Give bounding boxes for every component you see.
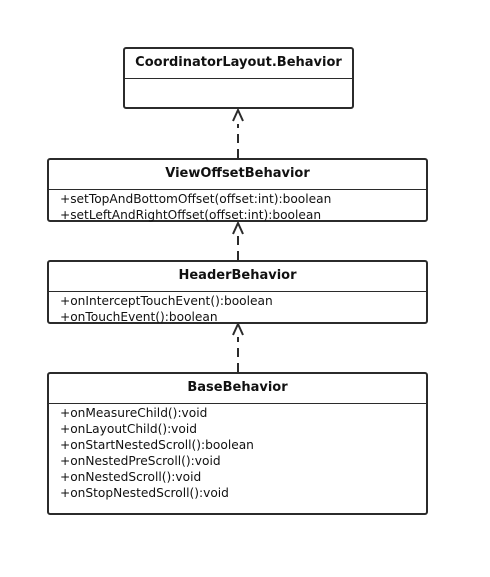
class-box-headerbehavior: HeaderBehavior +onInterceptTouchEvent():…	[47, 260, 428, 324]
class-name: CoordinatorLayout.Behavior	[125, 49, 352, 79]
method-list: +setTopAndBottomOffset(offset:int):boole…	[49, 190, 426, 223]
method-item: +onInterceptTouchEvent():boolean	[60, 294, 273, 308]
method-list	[125, 79, 352, 80]
method-item: +onMeasureChild():void	[60, 406, 208, 420]
arrowhead-open-icon	[232, 107, 244, 122]
class-box-basebehavior: BaseBehavior +onMeasureChild():void +onL…	[47, 372, 428, 515]
arrowhead-open-icon	[232, 321, 244, 336]
method-item: +onNestedScroll():void	[60, 470, 202, 484]
method-item: +setLeftAndRightOffset(offset:int):boole…	[60, 208, 322, 222]
arrowhead-open-icon	[232, 220, 244, 235]
method-item: +onLayoutChild():void	[60, 422, 197, 436]
method-item: +onStopNestedScroll():void	[60, 486, 229, 500]
class-box-coordinatorlayout-behavior: CoordinatorLayout.Behavior	[123, 47, 354, 109]
method-item: +onStartNestedScroll():boolean	[60, 438, 254, 452]
class-name: HeaderBehavior	[49, 262, 426, 292]
method-item: +onNestedPreScroll():void	[60, 454, 221, 468]
class-box-viewoffsetbehavior: ViewOffsetBehavior +setTopAndBottomOffse…	[47, 158, 428, 222]
method-item: +setTopAndBottomOffset(offset:int):boole…	[60, 192, 332, 206]
method-list: +onMeasureChild():void +onLayoutChild():…	[49, 404, 426, 501]
class-name: ViewOffsetBehavior	[49, 160, 426, 190]
class-name: BaseBehavior	[49, 374, 426, 404]
method-list: +onInterceptTouchEvent():boolean +onTouc…	[49, 292, 426, 325]
method-item: +onTouchEvent():boolean	[60, 310, 218, 324]
